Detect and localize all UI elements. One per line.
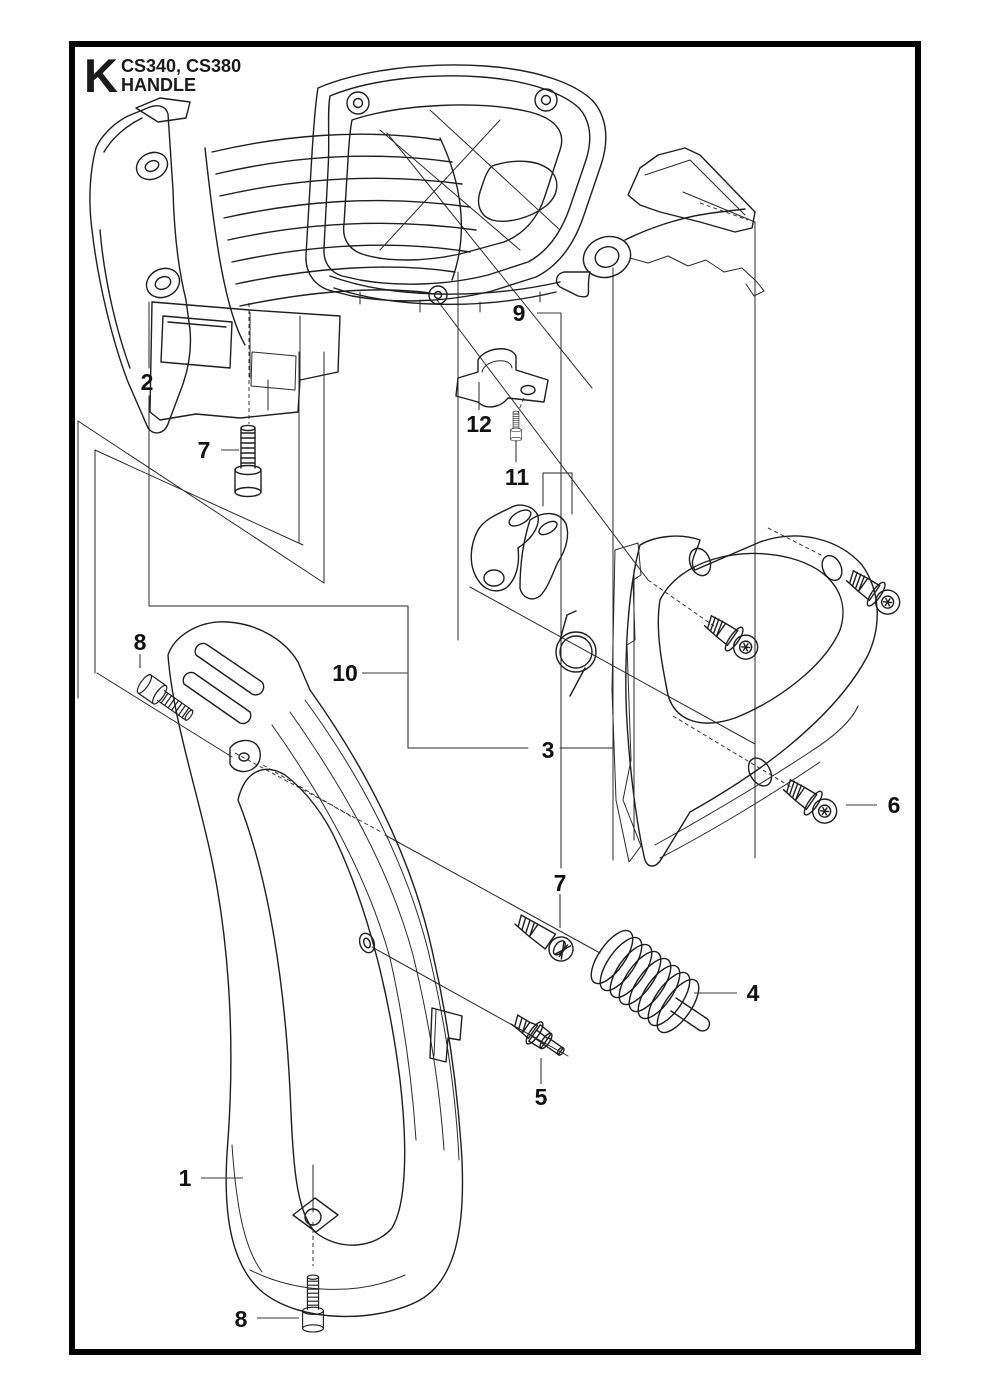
axis-dashed-lines: [234, 202, 824, 1266]
callout-6: 6: [888, 792, 901, 818]
callout-2: 2: [141, 369, 154, 395]
bolt-5: [506, 1007, 571, 1065]
front-handle: [167, 621, 464, 1318]
model-text: CS340, CS380: [121, 56, 241, 76]
throttle-lockout: [470, 504, 569, 600]
page-frame: [69, 41, 921, 1355]
clamp-screw: [510, 410, 522, 442]
screw-8-left: [134, 672, 198, 727]
top-handle-assembly: [89, 64, 607, 434]
callout-1: 1: [179, 1165, 192, 1191]
callout-5: 5: [535, 1084, 548, 1110]
section-letter: K: [84, 49, 118, 102]
throttle-trigger: [555, 147, 765, 298]
screw-7-mid: [510, 908, 579, 967]
callout-7-top: 7: [198, 437, 211, 463]
callout-11: 11: [505, 464, 530, 490]
callout-8-left: 8: [134, 629, 147, 655]
callout-10: 10: [332, 660, 358, 686]
screw-7-top: [234, 424, 262, 498]
spring-4: [590, 929, 711, 1034]
callout-3: 3: [542, 737, 555, 763]
torsion-spring: [555, 610, 597, 697]
rear-handle-screws: [699, 563, 907, 831]
callout-9: 9: [513, 300, 526, 326]
callout-12: 12: [466, 411, 492, 437]
callouts: 2 7 8 10 3 9 12 11 6 7 4 5 1 8: [134, 300, 901, 1332]
screw-8-bottom: [302, 1274, 324, 1333]
title-block: K CS340, CS380 HANDLE: [84, 49, 241, 102]
leader-lines: [139, 312, 877, 1319]
cable-clamp: [455, 348, 549, 408]
callout-4: 4: [747, 980, 760, 1006]
section-title: HANDLE: [121, 75, 196, 95]
callout-8-bottom: 8: [235, 1306, 248, 1332]
callout-7-mid: 7: [554, 870, 567, 896]
rear-handle: [611, 535, 878, 867]
construction-lines: [77, 132, 756, 1213]
